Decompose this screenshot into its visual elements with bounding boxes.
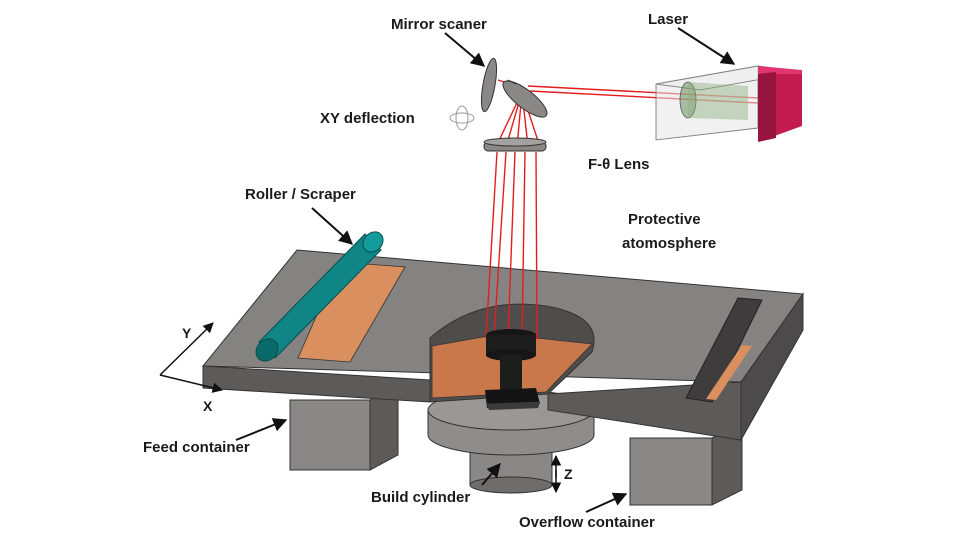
leader-arrows: [235, 27, 736, 513]
focused-beams: [485, 151, 538, 343]
overflow-container: [629, 421, 743, 506]
built-part: [485, 329, 541, 411]
protective-atmosphere-label-line1: Protective: [628, 211, 701, 228]
x-axis-label: X: [203, 398, 213, 414]
laser-source: [655, 65, 803, 142]
rotation-icon: [449, 105, 475, 131]
laser-label: Laser: [648, 11, 688, 28]
xy-axes: [159, 322, 224, 393]
build-platform: [201, 249, 804, 442]
mirror-scanner: [480, 57, 548, 118]
y-axis-label: Y: [182, 325, 192, 341]
build-cylinder-label: Build cylinder: [371, 489, 470, 506]
overflow-container-label: Overflow container: [519, 514, 655, 531]
roller-scraper-label: Roller / Scraper: [245, 186, 356, 203]
xy-deflection-label: XY deflection: [320, 110, 415, 127]
feed-container-label: Feed container: [143, 439, 250, 456]
z-axis-label: Z: [564, 466, 573, 482]
protective-atmosphere-label-line2: atomosphere: [622, 235, 716, 252]
f-theta-lens-label: F-θ Lens: [588, 156, 649, 173]
feed-container: [289, 384, 399, 471]
roller-scraper: [255, 231, 384, 362]
mirror-scanner-label: Mirror scaner: [391, 16, 487, 33]
f-theta-lens: [483, 137, 547, 152]
